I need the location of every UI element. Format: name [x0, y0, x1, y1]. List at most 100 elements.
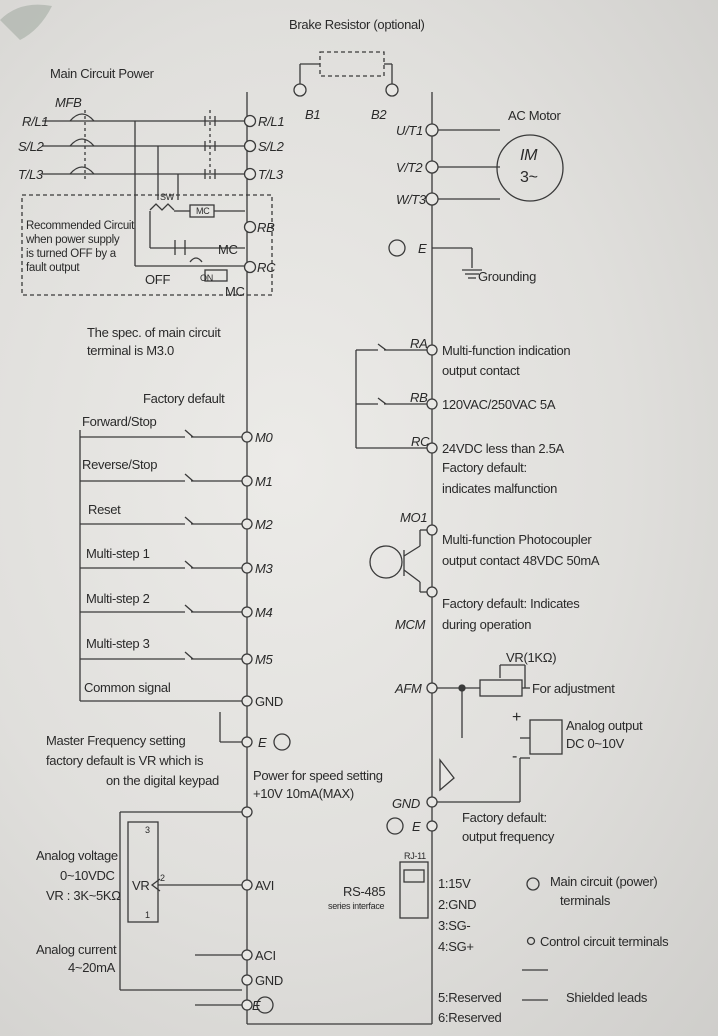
e-ground-symbol — [273, 733, 291, 751]
input-r: R/L1 — [22, 114, 49, 129]
mfb-label: MFB — [55, 95, 82, 110]
photo-line-2: output contact 48VDC 50mA — [442, 553, 600, 568]
e-ground-symbol-3 — [386, 817, 404, 835]
input-t: T/L3 — [18, 167, 43, 182]
grounding-label: Grounding — [478, 269, 537, 284]
photo-line-3: Factory default: Indicates — [442, 596, 580, 611]
b1-terminal-label: B1 — [305, 107, 321, 122]
terminal-aci: ACI — [255, 948, 276, 963]
motor-terminal-v: V/T2 — [396, 160, 423, 175]
relay-ra: RA — [410, 336, 428, 351]
recommended-line-4: fault output — [26, 262, 80, 274]
digital-input-wires — [79, 429, 242, 702]
input-terminal-m5: M5 — [255, 652, 273, 667]
rs485-pin-1: 1:15V — [438, 876, 471, 891]
master-line-2: factory default is VR which is — [46, 753, 204, 768]
input-s: S/L2 — [18, 139, 44, 154]
factory-default-label: Factory default — [143, 391, 225, 406]
analog-current-line-2: 4~20mA — [68, 960, 115, 975]
motor-phase: 3~ — [520, 169, 538, 186]
analog-current-line-1: Analog current — [36, 942, 117, 957]
e-ground-symbol-2 — [256, 996, 274, 1014]
analog-voltage-line-3: VR : 3K~5KΩ — [46, 888, 121, 903]
analog-voltage-line-2: 0~10VDC — [60, 868, 115, 883]
rs485-pin-3: 3:SG- — [438, 918, 471, 933]
photo-line-4: during operation — [442, 617, 532, 632]
master-line-3: on the digital keypad — [106, 773, 219, 788]
input-label-m1: Reverse/Stop — [82, 457, 158, 472]
recommended-circuit-wires — [135, 203, 245, 282]
spec-line-1: The spec. of main circuit — [87, 325, 221, 340]
analog-output-line-1: Analog output — [566, 718, 643, 733]
input-terminal-m2: M2 — [255, 517, 273, 532]
input-terminal-gnd: GND — [255, 694, 283, 709]
motor-wires — [432, 129, 564, 279]
legend-main-circle — [526, 877, 540, 891]
relay-rc: RC — [411, 434, 430, 449]
relay-line-4: 24VDC less than 2.5A — [442, 441, 564, 456]
afm-e-terminal: E — [412, 819, 421, 834]
relay-wires — [355, 343, 432, 449]
input-label-m0: Forward/Stop — [82, 414, 157, 429]
afm-default-line-2: output frequency — [462, 829, 555, 844]
motor-ground-terminal: E — [418, 241, 427, 256]
motor-symbol: IM — [520, 147, 538, 164]
terminal-r: R/L1 — [258, 114, 285, 129]
master-line-1: Master Frequency setting — [46, 733, 186, 748]
afm-adjust-label: For adjustment — [532, 681, 615, 696]
relay-line-2: output contact — [442, 363, 520, 378]
terminal-e-2: E — [252, 998, 261, 1013]
afm-gnd-terminal: GND — [392, 796, 420, 811]
main-power-lines — [42, 110, 245, 266]
afm-wires — [432, 664, 563, 803]
relay-line-3: 120VAC/250VAC 5A — [442, 397, 556, 412]
rs485-pin-4: 4:SG+ — [438, 939, 474, 954]
speed-line-2: +10V 10mA(MAX) — [253, 786, 354, 801]
mc-coil-label: MC — [196, 206, 210, 216]
input-terminal-m3: M3 — [255, 561, 273, 576]
legend-main-line-2: terminals — [560, 893, 611, 908]
photocoupler-wires — [369, 529, 432, 593]
input-terminal-e: E — [258, 735, 267, 750]
mcm-label: MCM — [395, 617, 426, 632]
terminal-s: S/L2 — [258, 139, 284, 154]
legend-main-line-1: Main circuit (power) — [550, 874, 658, 889]
vr-label: VR — [132, 878, 150, 893]
spec-line-2: terminal is M3.0 — [87, 343, 174, 358]
recommended-line-3: is turned OFF by a — [26, 248, 116, 260]
rs485-pin-2: 2:GND — [438, 897, 477, 912]
relay-line-6: indicates malfunction — [442, 481, 558, 496]
main-power-title: Main Circuit Power — [50, 66, 154, 81]
input-terminal-m0: M0 — [255, 430, 273, 445]
afm-terminal: AFM — [395, 681, 422, 696]
rs485-pin-5: 5:Reserved — [438, 990, 502, 1005]
relay-line-5: Factory default: — [442, 460, 527, 475]
terminal-gnd-2: GND — [255, 973, 283, 988]
on-label: ON — [200, 273, 213, 283]
photo-line-1: Multi-function Photocoupler — [442, 532, 592, 547]
input-label-m2: Reset — [88, 502, 121, 517]
input-terminal-m1: M1 — [255, 474, 273, 489]
legend-control: Control circuit terminals — [540, 934, 669, 949]
relay-rb: RB — [410, 390, 428, 405]
vr-pin-2: 2 — [160, 873, 165, 883]
afm-plus: + — [512, 709, 522, 726]
rc-terminal-label: RC — [257, 260, 276, 275]
input-label-m5: Multi-step 3 — [86, 636, 150, 651]
terminal-avi: AVI — [255, 878, 275, 893]
afm-default-line-1: Factory default: — [462, 810, 547, 825]
ground-symbol — [388, 239, 406, 257]
input-terminal-m4: M4 — [255, 605, 273, 620]
mc-label-2: MC — [225, 284, 245, 299]
afm-minus: - — [512, 748, 518, 765]
rs485-label: RS-485 — [343, 884, 386, 899]
input-label-m3: Multi-step 1 — [86, 546, 150, 561]
corner-smudge — [0, 4, 52, 41]
mc-label: MC — [218, 242, 238, 257]
analog-input-wires — [119, 712, 242, 1006]
analog-voltage-line-1: Analog voltage — [36, 848, 118, 863]
rs485-sublabel: series interface — [328, 901, 385, 911]
brake-resistor-wires — [299, 51, 393, 86]
